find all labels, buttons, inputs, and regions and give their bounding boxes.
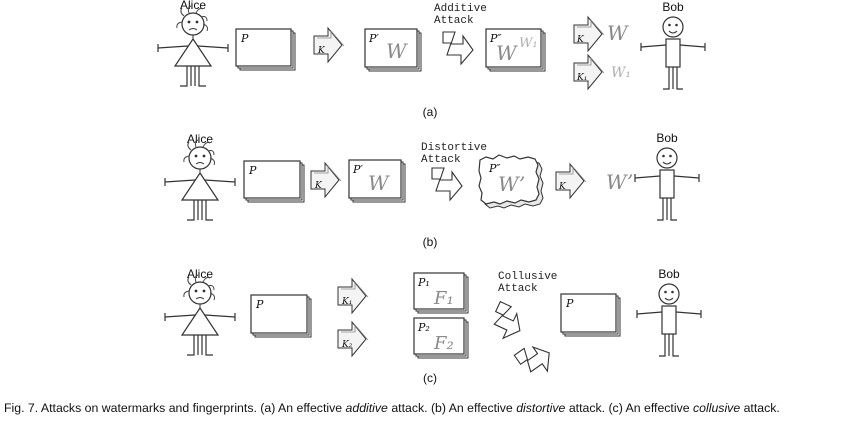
alice-label-a: Alice — [180, 0, 206, 12]
document-p-prime-b: P′ W — [348, 159, 406, 203]
key-arrow-a-bottom — [573, 54, 605, 90]
alice-label-c: Alice — [187, 267, 213, 281]
panel-label-b: (b) — [423, 235, 438, 249]
svg-text:P: P — [565, 297, 574, 310]
symbol-w-a: W — [496, 41, 518, 65]
attack-arrow-c-bottom — [513, 337, 558, 383]
svg-text:P″: P″ — [488, 162, 501, 175]
document-p-a: P — [235, 28, 296, 71]
key-arrow-b — [310, 162, 342, 198]
key-arrow-a — [313, 27, 345, 63]
document-p1-c: P₁ F₁ — [413, 272, 469, 314]
symbol-k1: K₁ — [576, 73, 587, 83]
svg-text:K: K — [558, 182, 567, 192]
svg-text:P₂: P₂ — [417, 321, 430, 334]
additive-attack-label-1: Additive — [434, 3, 487, 15]
symbol-p-prime: P′ — [368, 32, 379, 45]
svg-text:P′: P′ — [352, 163, 363, 176]
bob-label-a: Bob — [662, 0, 684, 14]
bob-figure-b — [634, 147, 700, 221]
alice-figure-c — [164, 274, 236, 356]
bob-label-c: Bob — [658, 267, 680, 281]
svg-text:K: K — [314, 181, 323, 191]
symbol-w1-a: W₁ — [519, 36, 538, 51]
bob-label-b: Bob — [656, 131, 678, 145]
recovered-w: W — [607, 21, 629, 45]
figure-caption: Fig. 7. Attacks on watermarks and finger… — [4, 401, 780, 415]
symbol-k1-c: K₁ — [341, 297, 352, 307]
collusive-attack-label-1: Collusive — [498, 271, 557, 283]
document-distorted-b: P″ W’ — [478, 154, 544, 209]
symbol-k: K — [317, 46, 326, 56]
alice-label-b: Alice — [187, 132, 213, 146]
document-p-b: P — [243, 160, 305, 203]
recovered-w-tilde: W’ — [606, 170, 633, 194]
symbol-k2-c: K₂ — [341, 340, 353, 350]
collusive-attack-label-2: Attack — [498, 283, 538, 295]
key-arrow-c-bottom — [337, 321, 369, 357]
svg-text:W: W — [368, 171, 390, 195]
distortive-attack-label-1: Distortive — [421, 142, 487, 154]
recovered-w1: W₁ — [611, 65, 631, 81]
attack-arrow-c-top — [486, 301, 529, 344]
symbol-f1: F₁ — [433, 288, 454, 309]
document-p-prime-a: P′ W — [364, 28, 422, 72]
symbol-w-tilde-b: W’ — [498, 172, 525, 196]
svg-text:P: P — [255, 298, 264, 311]
document-p-c: P — [250, 294, 312, 338]
attack-arrow-b — [431, 167, 463, 201]
alice-figure-a — [157, 5, 229, 87]
symbol-k-top: K — [576, 35, 585, 45]
bob-figure-a — [640, 16, 706, 90]
symbol-f2: F₂ — [433, 333, 454, 354]
distortive-attack-label-2: Attack — [421, 154, 461, 166]
svg-text:P₁: P₁ — [417, 276, 430, 289]
panel-label-a: (a) — [423, 105, 438, 119]
document-p-c-result: P — [560, 293, 621, 337]
symbol-p: P — [240, 32, 249, 45]
bob-figure-c — [636, 283, 702, 357]
document-p-dprime-a: P″ W W₁ — [485, 28, 546, 72]
document-p2-c: P₂ F₂ — [413, 317, 469, 359]
attack-arrow-a — [442, 31, 474, 65]
key-arrow-a-top — [573, 16, 605, 52]
key-arrow-b-2 — [555, 163, 587, 199]
svg-text:P: P — [248, 164, 257, 177]
symbol-p-dprime: P″ — [489, 32, 502, 45]
symbol-w: W — [386, 39, 408, 63]
additive-attack-label-2: Attack — [434, 15, 474, 27]
panel-label-c: (c) — [423, 371, 437, 385]
key-arrow-c-top — [337, 278, 369, 314]
alice-figure-b — [164, 139, 236, 221]
